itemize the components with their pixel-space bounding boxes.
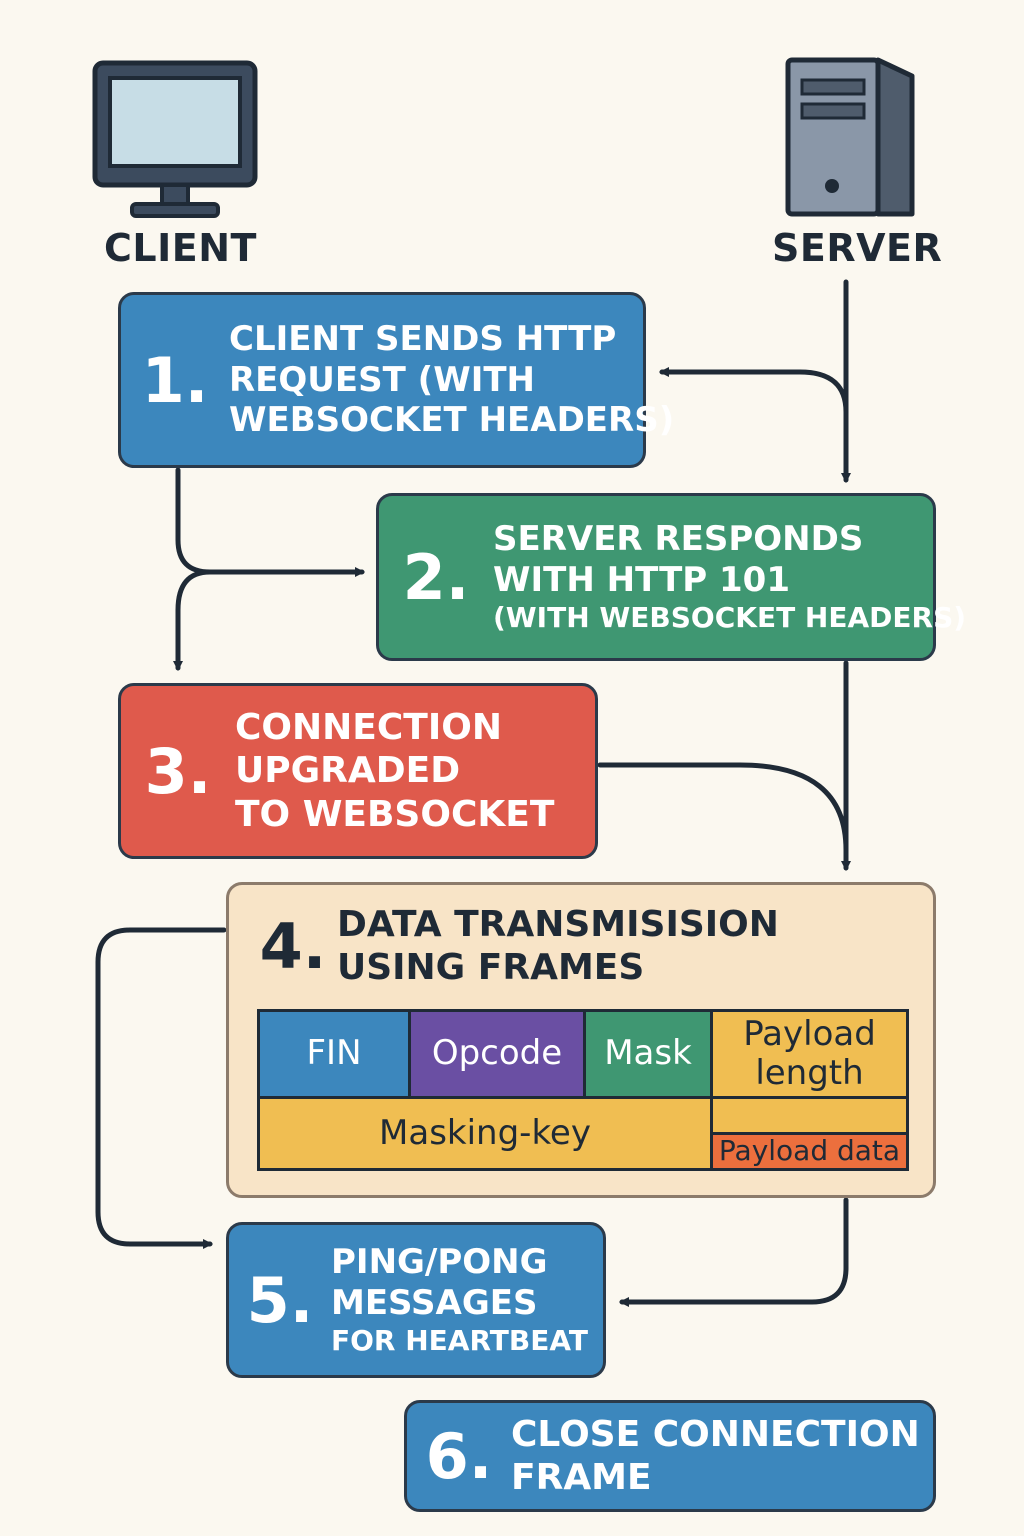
step-number: 1.: [141, 343, 209, 417]
step-number: 4.: [259, 909, 327, 983]
step-line: TO WEBSOCKET: [235, 793, 555, 835]
step-line: (WITH WEBSOCKET HEADERS): [493, 601, 967, 634]
frame-field-mask: Mask: [586, 1012, 710, 1096]
step-6-box: 6. CLOSE CONNECTION FRAME: [404, 1400, 936, 1512]
step-line: SERVER RESPONDS: [493, 519, 864, 560]
step-line: USING FRAMES: [337, 947, 645, 989]
arrow-step3-to-step4: [597, 762, 849, 853]
monitor-icon: [92, 60, 260, 224]
frame-field-payload-data: Payload data: [713, 1135, 906, 1168]
step-number: 6.: [425, 1419, 493, 1493]
arrow-server-to-step1: [659, 367, 849, 415]
step-4-box: 4. DATA TRANSMISISION USING FRAMES FIN O…: [226, 882, 936, 1198]
step-line: REQUEST (WITH: [229, 359, 535, 400]
payload-length-line: Payload: [743, 1013, 876, 1054]
step-line: FOR HEARTBEAT: [331, 1324, 588, 1357]
step-line: MESSAGES: [331, 1283, 538, 1324]
arrow-step4-to-step5-right: [619, 1197, 849, 1307]
step-line: WITH HTTP 101: [493, 560, 790, 601]
step-number: 2.: [402, 540, 470, 614]
step-text: DATA TRANSMISISION USING FRAMES: [337, 903, 779, 989]
step-5-box: 5. PING/PONG MESSAGES FOR HEARTBEAT: [226, 1222, 606, 1378]
step-3-box: 3. CONNECTION UPGRADED TO WEBSOCKET: [118, 683, 598, 859]
step-line: CONNECTION: [235, 707, 502, 749]
frame-field-payload-length: Payload length: [713, 1012, 906, 1096]
client-label: CLIENT: [104, 226, 257, 270]
step-line: CLOSE CONNECTION: [511, 1413, 920, 1455]
frame-field-opcode: Opcode: [411, 1012, 583, 1096]
frame-field-masking-key: Masking-key: [260, 1099, 710, 1168]
server-tower-icon: [784, 56, 916, 224]
arrow-step4-to-step5-left: [95, 927, 227, 1249]
frame-field-payload-length-continued: [713, 1099, 906, 1132]
arrow-step1-to-step3: [173, 569, 213, 671]
step-text: SERVER RESPONDS WITH HTTP 101 (WITH WEBS…: [493, 519, 966, 634]
step-4-heading: 4. DATA TRANSMISISION USING FRAMES: [249, 903, 779, 989]
frame-field-fin: FIN: [260, 1012, 408, 1096]
payload-length-line: length: [755, 1053, 864, 1093]
step-line: WEBSOCKET HEADERS): [229, 400, 675, 441]
websocket-frame-layout: FIN Opcode Mask Payload length Masking-k…: [257, 1009, 909, 1171]
step-text: CLOSE CONNECTION FRAME: [511, 1413, 920, 1499]
step-number: 3.: [144, 734, 212, 808]
server-label: SERVER: [772, 226, 943, 270]
step-line: FRAME: [511, 1457, 652, 1498]
arrow-step1-to-step2: [175, 467, 365, 577]
step-line: DATA TRANSMISISION: [337, 904, 779, 945]
step-1-box: 1. CLIENT SENDS HTTP REQUEST (WITH WEBSO…: [118, 292, 674, 468]
step-text: CONNECTION UPGRADED TO WEBSOCKET: [235, 706, 554, 836]
frame-field-payload-group: Payload data: [713, 1099, 906, 1168]
step-line: UPGRADED: [235, 750, 461, 792]
step-line: PING/PONG: [331, 1242, 548, 1283]
step-number: 5.: [246, 1263, 314, 1337]
step-text: PING/PONG MESSAGES FOR HEARTBEAT: [331, 1242, 588, 1357]
step-text: CLIENT SENDS HTTP REQUEST (WITH WEBSOCKE…: [229, 319, 674, 441]
step-2-box: 2. SERVER RESPONDS WITH HTTP 101 (WITH W…: [376, 493, 966, 661]
step-line: CLIENT SENDS HTTP: [229, 318, 617, 359]
